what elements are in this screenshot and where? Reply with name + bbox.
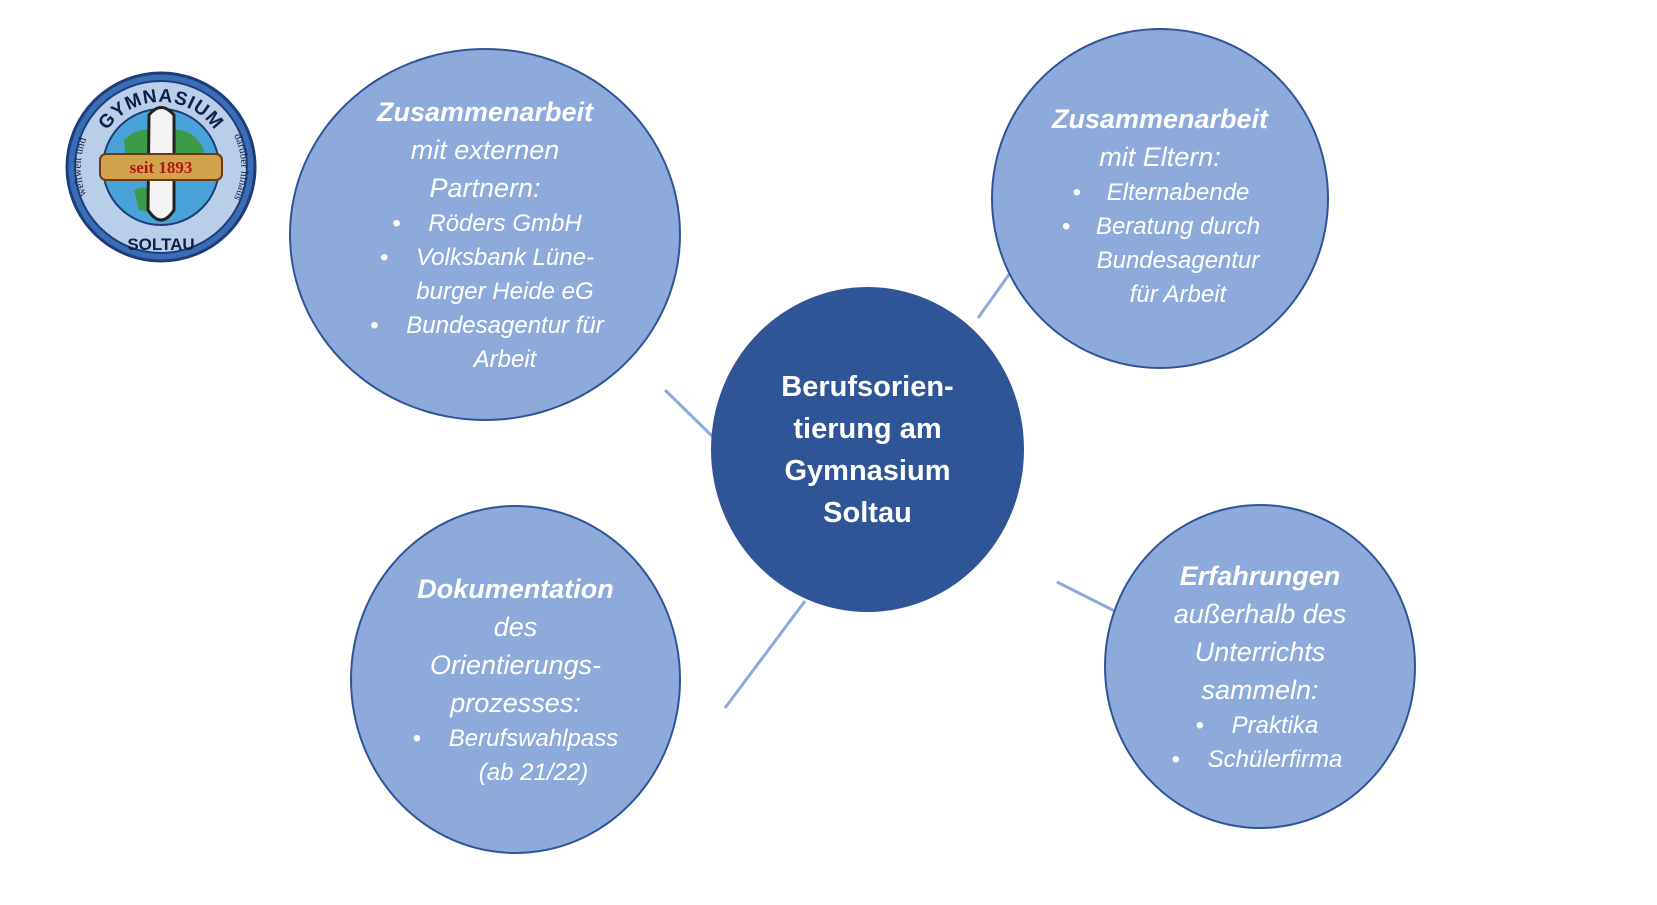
node-heading-bold: Erfahrungen (1179, 560, 1341, 591)
node-heading-line: Unterrichts (1194, 636, 1326, 667)
list-item: • Volksbank Lüne- burger Heide eG (380, 241, 594, 309)
node-heading-bold: Dokumentation (417, 573, 614, 604)
logo-banner: seit 1893 (130, 158, 193, 177)
node-heading-line: mit Eltern: (1099, 142, 1221, 172)
node-heading-bold: Zusammenarbeit (376, 96, 594, 127)
list-item: • Praktika (1196, 709, 1319, 743)
node-heading-bold: Zusammenarbeit (1051, 104, 1269, 134)
center-title-line: Soltau (823, 496, 912, 529)
list-item-text: Bundesagentur (1096, 247, 1260, 274)
list-item-text: (ab 21/22) (478, 758, 589, 786)
node-parents: Zusammenarbeit mit Eltern: • Elternabend… (991, 28, 1329, 369)
node-heading: Zusammenarbeit mit Eltern: (1052, 100, 1268, 176)
center-title: Berufsorien- tierung am Gymnasium Soltau (781, 366, 953, 534)
node-heading-line: prozesses: (450, 687, 581, 718)
node-heading: Erfahrungen außerhalb des Unterrichts sa… (1174, 557, 1347, 709)
node-heading-line: des (493, 611, 538, 642)
center-node: Berufsorien- tierung am Gymnasium Soltau (711, 287, 1024, 612)
school-logo: seit 1893 GYMNASIUM SOLTAU weltweit und … (65, 71, 257, 263)
node-heading-line: außerhalb des (1173, 598, 1347, 629)
list-item: • Bundesagentur für Arbeit (370, 309, 604, 377)
node-heading: Zusammenarbeit mit externen Partnern: (377, 93, 593, 207)
node-documentation: Dokumentation des Orientierungs- prozess… (350, 505, 681, 854)
list-item-text: Bundesagentur für (406, 311, 604, 339)
node-experiences: Erfahrungen außerhalb des Unterrichts sa… (1104, 504, 1416, 829)
center-title-line: tierung am (793, 412, 942, 445)
connector-documentation (723, 600, 807, 709)
node-heading: Dokumentation des Orientierungs- prozess… (417, 570, 614, 722)
list-item: • Beratung durch Bundesagentur für Arbei… (1062, 210, 1261, 312)
node-heading-line: sammeln: (1201, 674, 1319, 705)
center-title-line: Gymnasium (784, 454, 951, 487)
logo-bottom-text: SOLTAU (127, 235, 194, 254)
list-item-text: Elternabende (1106, 179, 1250, 206)
list-item-text: Volksbank Lüne- (416, 243, 594, 271)
node-heading-line: Orientierungs- (429, 649, 602, 680)
node-heading-line: Partnern: (429, 172, 541, 203)
list-item-text: Berufswahlpass (448, 724, 619, 752)
node-heading-line: mit externen (410, 134, 560, 165)
center-title-line: Berufsorien- (781, 370, 954, 403)
logo-left-text: weltweit und (72, 135, 90, 198)
list-item: • Elternabende (1073, 176, 1250, 210)
list-item-text: Beratung durch (1095, 213, 1261, 240)
list-item: • Berufswahlpass (ab 21/22) (413, 722, 619, 790)
list-item-text: für Arbeit (1129, 281, 1227, 308)
list-item: • Röders GmbH (392, 207, 582, 241)
list-item-text: Schülerfirma (1207, 745, 1343, 773)
list-item: • Schülerfirma (1172, 743, 1343, 777)
node-external-partners: Zusammenarbeit mit externen Partnern: • … (289, 48, 681, 421)
list-item-text: Arbeit (473, 345, 537, 373)
list-item-text: Röders GmbH (428, 209, 582, 237)
list-item-text: burger Heide eG (416, 277, 594, 305)
logo-right-text: darüber hinaus (231, 132, 250, 202)
list-item-text: Praktika (1231, 711, 1319, 739)
